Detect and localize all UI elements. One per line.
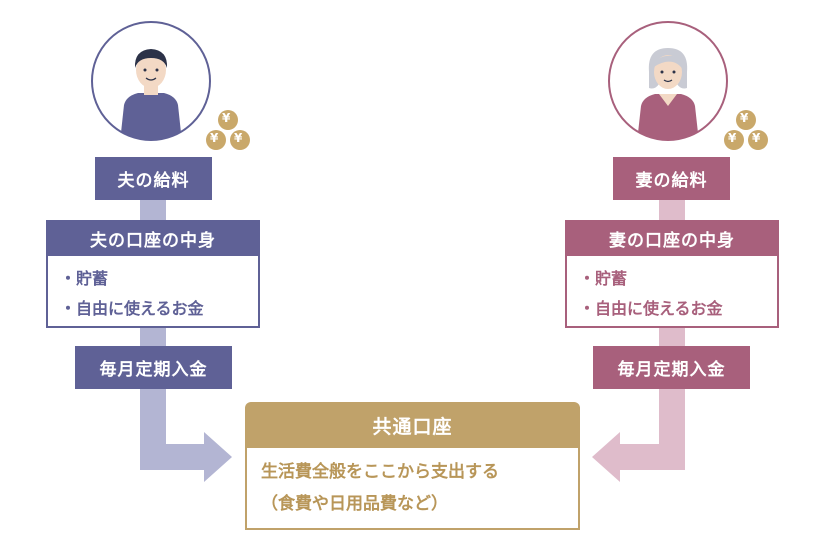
husband-account-item-free-money: ・自由に使えるお金 <box>60 299 204 318</box>
yen-symbol-5: ¥ <box>728 131 737 145</box>
joint-account-line-1: 生活費全般をここから支出する <box>261 462 499 482</box>
joint-account-line-2: （食費や日用品費など） <box>261 494 448 514</box>
joint-account-title: 共通口座 <box>245 402 580 448</box>
husband-connector-mid <box>140 328 166 346</box>
wife-account-item-free-money: ・自由に使えるお金 <box>579 299 723 318</box>
yen-symbol-2: ¥ <box>210 131 219 145</box>
wife-account-title: 妻の口座の中身 <box>565 220 779 256</box>
yen-symbol-6: ¥ <box>752 131 761 145</box>
yen-symbol-1: ¥ <box>222 111 231 125</box>
wife-arrow <box>592 388 685 482</box>
wife-transfer-label: 毎月定期入金 <box>593 346 750 389</box>
husband-coins: ¥ ¥ ¥ <box>200 108 255 153</box>
wife-coins: ¥ ¥ ¥ <box>718 108 773 153</box>
wife-avatar <box>607 20 729 142</box>
husband-transfer-label: 毎月定期入金 <box>75 346 232 389</box>
wife-account-contents: ・貯蓄 ・自由に使えるお金 <box>565 256 779 328</box>
yen-symbol-4: ¥ <box>740 111 749 125</box>
wife-connector-top <box>659 200 685 220</box>
wife-connector-mid <box>659 328 685 346</box>
husband-salary-label: 夫の給料 <box>95 157 212 200</box>
yen-symbol-3: ¥ <box>234 131 243 145</box>
wife-salary-label: 妻の給料 <box>613 157 730 200</box>
husband-connector-top <box>140 200 166 220</box>
husband-account-title: 夫の口座の中身 <box>46 220 260 256</box>
husband-account-contents: ・貯蓄 ・自由に使えるお金 <box>46 256 260 328</box>
wife-account-item-savings: ・貯蓄 <box>579 269 628 288</box>
husband-avatar <box>90 20 212 142</box>
joint-account-contents: 生活費全般をここから支出する （食費や日用品費など） <box>245 448 580 530</box>
husband-arrow <box>140 388 232 482</box>
husband-account-item-savings: ・貯蓄 <box>60 269 109 288</box>
